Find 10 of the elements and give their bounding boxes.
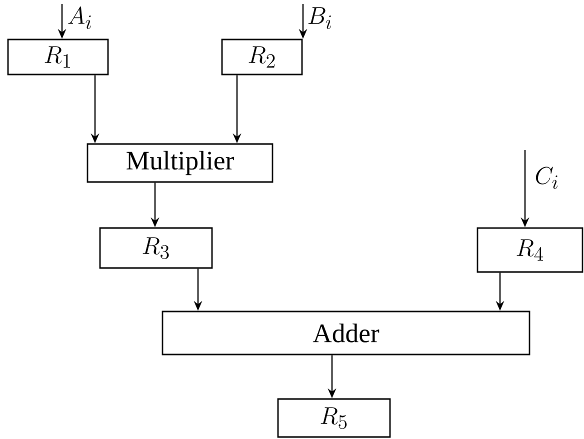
register-box: $R_1$	[7, 38, 109, 76]
adder-box: Adder	[162, 310, 530, 356]
register-box: $R_4$	[476, 227, 584, 273]
register-box: $R_3$	[99, 227, 213, 269]
input-label: $B_i$	[308, 7, 332, 29]
register-box: $R_5$	[277, 398, 391, 438]
input-label: $A_i$	[68, 6, 91, 29]
register-box: $R_2$	[221, 38, 303, 76]
multiplier-box: Multiplier	[86, 143, 274, 183]
input-label: $C_i$	[536, 166, 558, 189]
